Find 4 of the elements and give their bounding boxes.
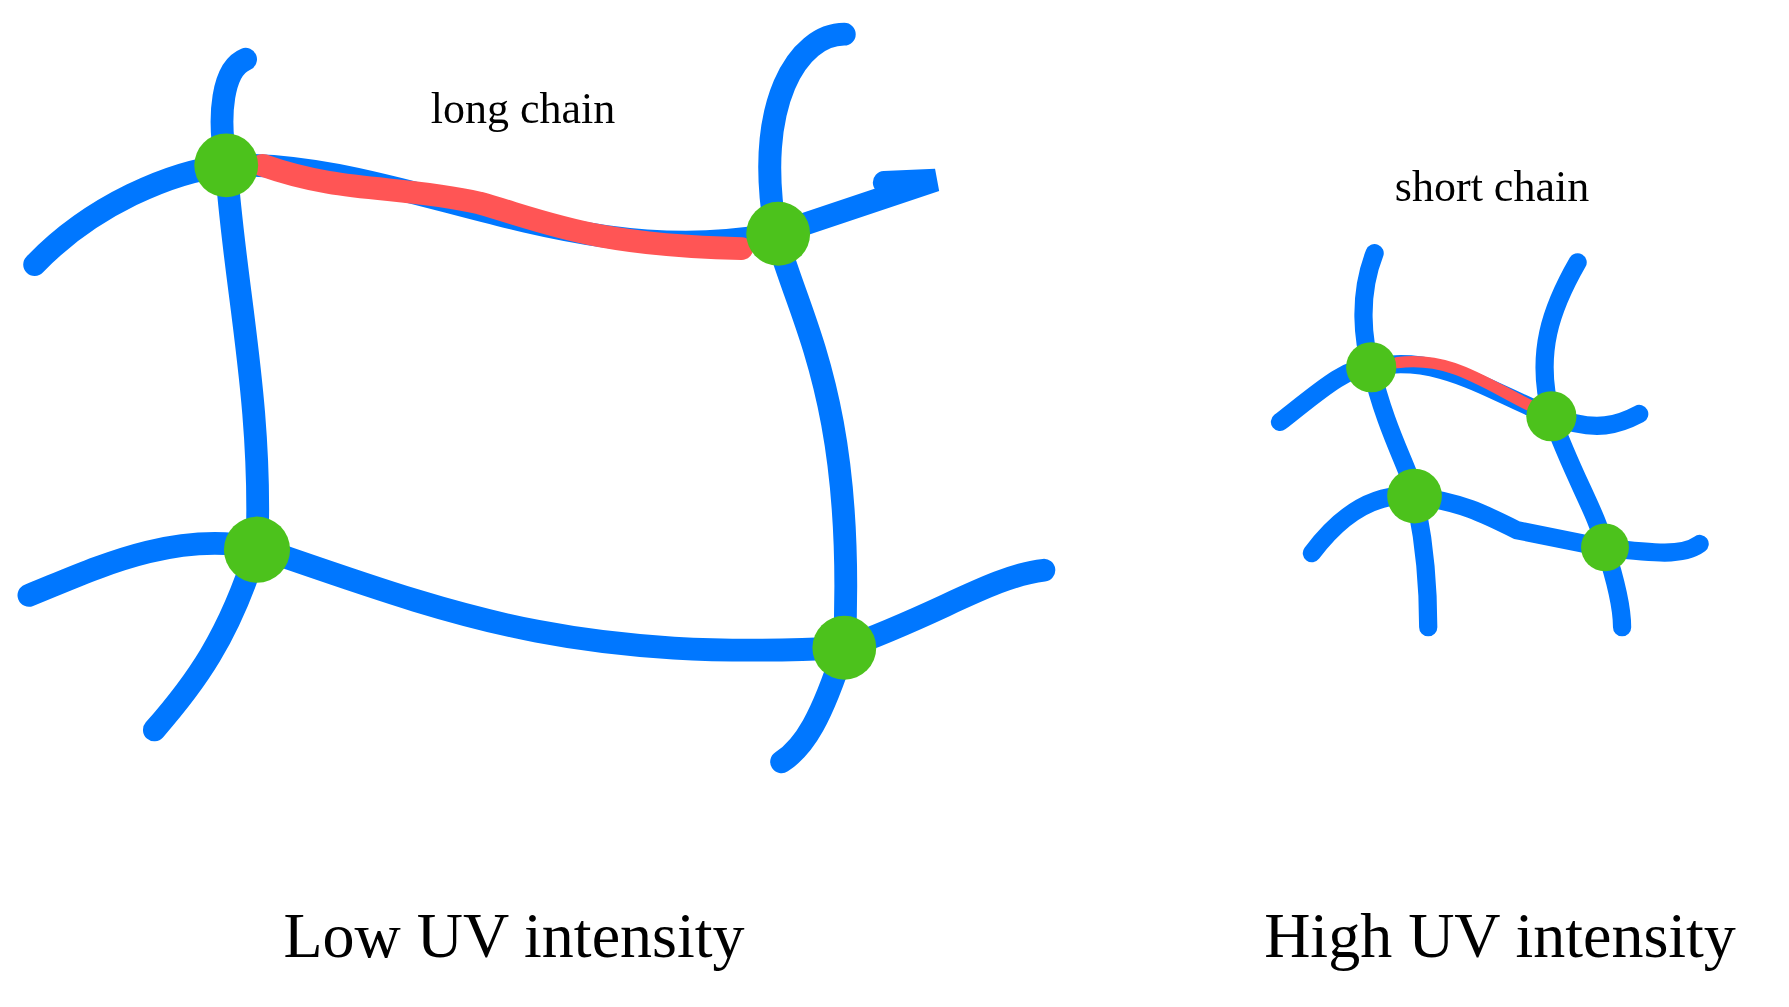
condition-caption: High UV intensity bbox=[1264, 899, 1736, 973]
chain-label: short chain bbox=[1394, 160, 1590, 212]
condition-caption: Low UV intensity bbox=[283, 899, 745, 973]
chain-label: long chain bbox=[430, 82, 616, 134]
